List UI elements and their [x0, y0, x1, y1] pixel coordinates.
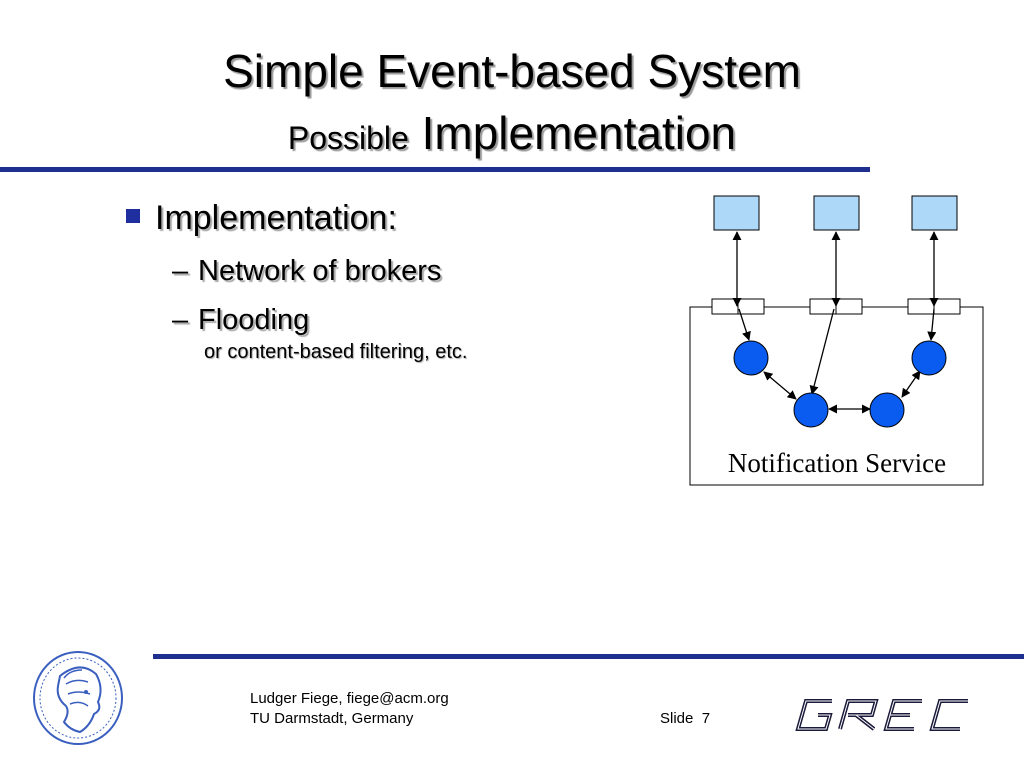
broker-node	[793, 392, 829, 428]
client-box	[911, 195, 958, 231]
port-broker-arrow	[809, 308, 835, 395]
broker-node	[869, 392, 905, 428]
broker-link-arrow	[763, 371, 797, 400]
title-possible: Possible	[287, 120, 409, 156]
footer-author: Ludger Fiege, fiege@acm.org	[250, 690, 449, 707]
broker-link-arrow	[901, 370, 921, 398]
sub-item-note: or content-based filtering, etc.	[204, 341, 468, 363]
square-bullet-icon	[126, 209, 140, 223]
sub-item-flooding: –Flooding	[172, 303, 309, 337]
dash-bullet-icon: –	[172, 304, 189, 336]
sub-item-text: Flooding	[198, 304, 310, 336]
title-divider	[0, 167, 870, 172]
title-implementation: Implementation	[421, 107, 737, 159]
broker-node	[733, 340, 769, 376]
dash-bullet-icon: –	[172, 255, 189, 287]
footer-institution: TU Darmstadt, Germany	[250, 710, 414, 727]
client-box	[813, 195, 860, 231]
footer-slide-number: Slide 7	[660, 710, 710, 728]
slide-number: 7	[701, 710, 711, 727]
footer-divider	[153, 654, 1024, 659]
slide-label: Slide	[660, 710, 694, 727]
sub-item-brokers: –Network of brokers	[172, 254, 441, 288]
sub-item-text: Network of brokers	[198, 255, 442, 287]
athena-seal-logo	[33, 651, 123, 745]
broker-node	[911, 340, 947, 376]
port-broker-arrow	[927, 308, 937, 341]
grec-logo	[795, 699, 968, 731]
bullet-text: Implementation:	[155, 199, 397, 237]
notification-service-label: Notification Service	[728, 448, 946, 478]
slide-title-line2: Possible Implementation	[0, 108, 1024, 163]
client-box	[713, 195, 760, 231]
port-broker-arrow	[738, 308, 751, 341]
slide-title-line1: Simple Event-based System	[223, 45, 801, 97]
bullet-implementation: Implementation:	[120, 198, 397, 238]
